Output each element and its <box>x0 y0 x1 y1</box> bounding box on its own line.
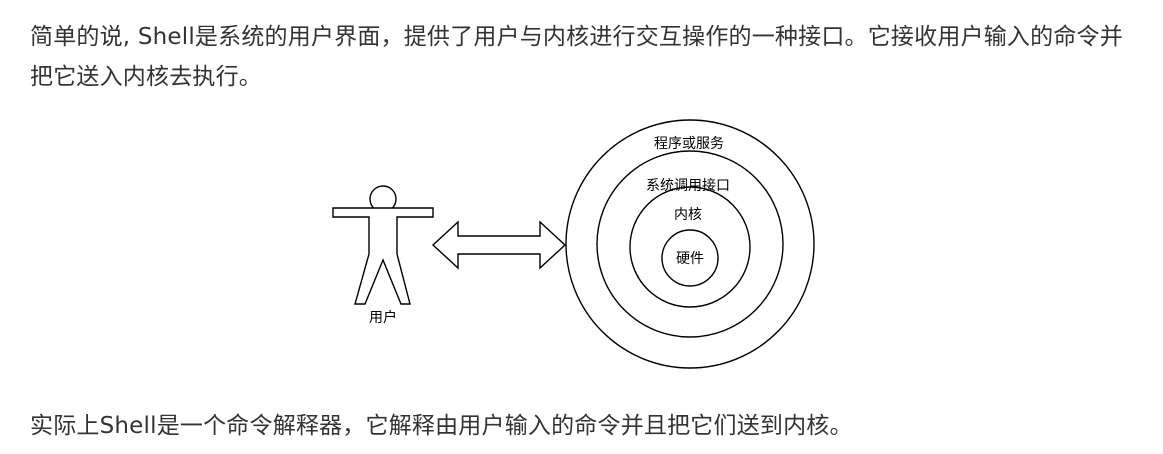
user-label: 用户 <box>369 309 397 326</box>
double-arrow-icon <box>431 220 567 270</box>
layer-programs-label: 程序或服务 <box>654 136 724 152</box>
layer-hardware-label: 硬件 <box>676 251 704 267</box>
layer-kernel-label: 内核 <box>674 207 702 223</box>
layer-syscall-label: 系统调用接口 <box>646 177 730 194</box>
user-figure-icon <box>332 185 434 305</box>
intro-paragraph: 简单的说, Shell是系统的用户界面，提供了用户与内核进行交互操作的一种接口。… <box>30 24 1123 90</box>
layer-hardware-circle <box>661 229 719 287</box>
conclusion-paragraph: 实际上Shell是一个命令解释器，它解释由用户输入的命令并且把它们送到内核。 <box>30 413 853 439</box>
